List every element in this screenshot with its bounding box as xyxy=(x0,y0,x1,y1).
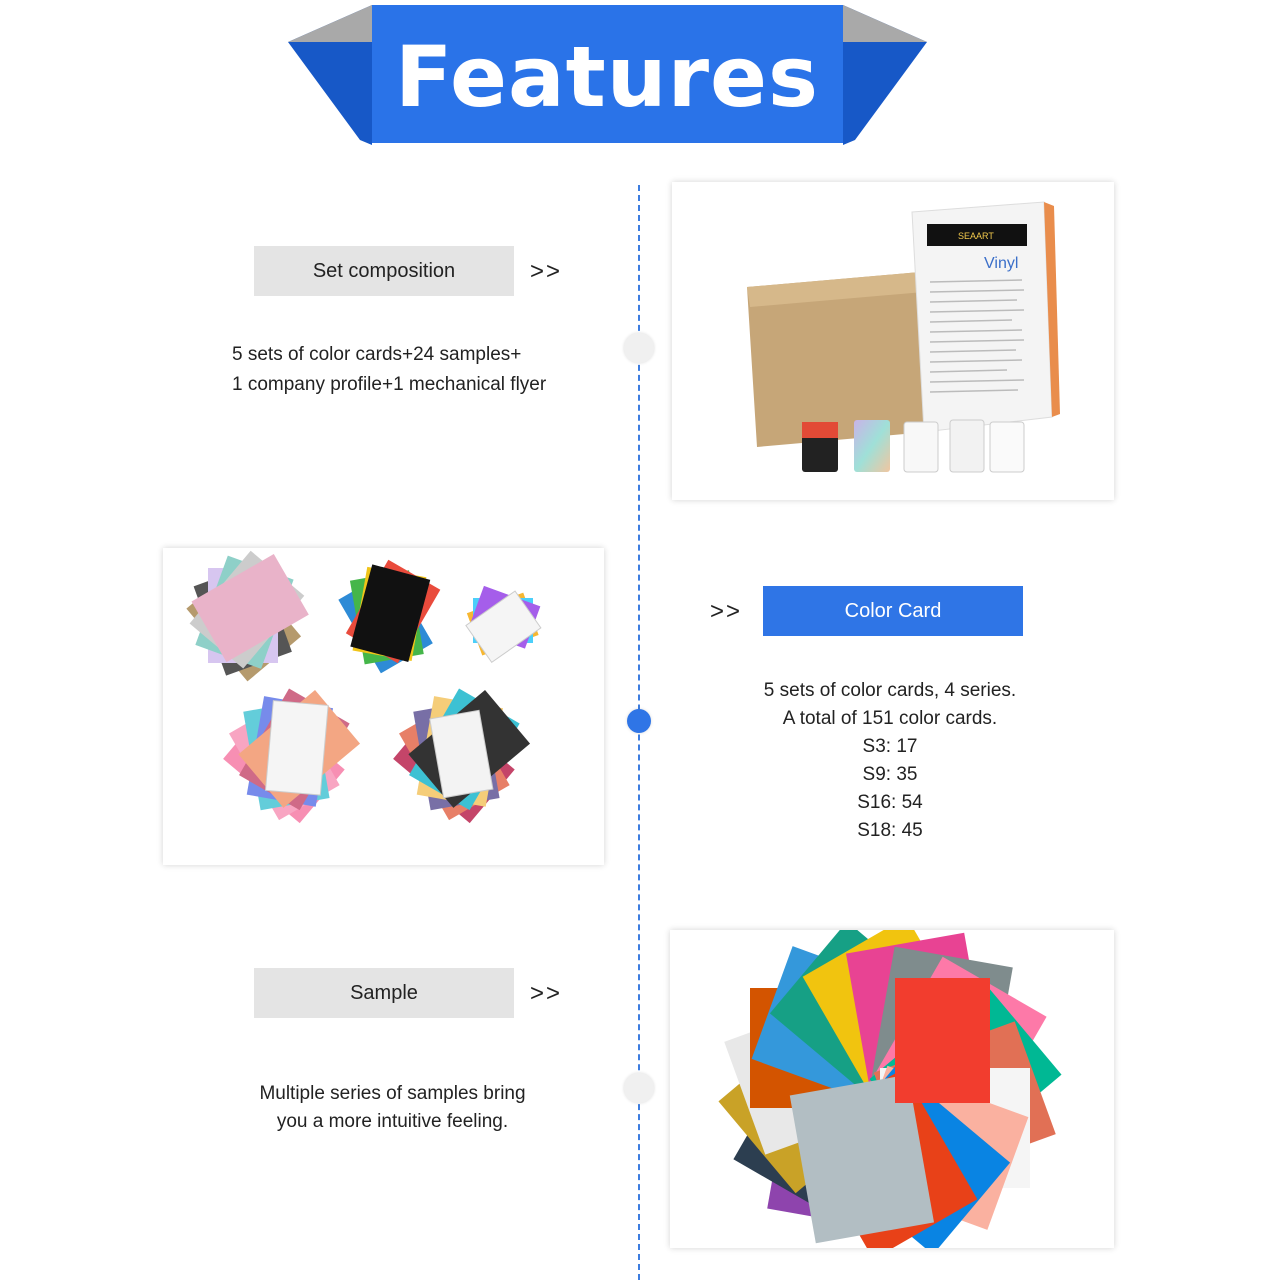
color-card-description: 5 sets of color cards, 4 series. A total… xyxy=(735,677,1045,845)
desc-line: A total of 151 color cards. xyxy=(782,708,998,729)
desc-line: S16: 54 xyxy=(857,792,923,813)
color-card-arrows: >> xyxy=(710,598,743,625)
brand-logo-text: SEAART xyxy=(958,231,994,241)
set-composition-illustration: SEAART Vinyl xyxy=(747,201,1060,473)
sample-description: Multiple series of samples bring you a m… xyxy=(235,1080,550,1136)
set-composition-image: SEAART Vinyl xyxy=(672,182,1114,500)
set-composition-arrows: >> xyxy=(530,258,563,285)
desc-line: Multiple series of samples bring xyxy=(259,1083,526,1104)
vinyl-logo-text: Vinyl xyxy=(984,255,1018,272)
fan-1 xyxy=(186,550,309,682)
color-card-label: Color Card xyxy=(763,586,1023,636)
sample-sheets-illustration xyxy=(718,916,1062,1260)
sample-image xyxy=(670,916,1114,1260)
sample-label: Sample xyxy=(254,968,514,1018)
desc-line: S3: 17 xyxy=(862,736,918,757)
sample-arrows: >> xyxy=(530,980,563,1007)
desc-line: 5 sets of color cards, 4 series. xyxy=(763,680,1017,701)
color-card-fans-illustration xyxy=(186,550,542,824)
desc-line: S18: 45 xyxy=(857,820,923,841)
set-composition-description: 5 sets of color cards+24 samples+ 1 comp… xyxy=(232,340,546,400)
desc-line: S9: 35 xyxy=(862,764,918,785)
timeline-dot-3 xyxy=(624,1073,654,1103)
banner-ribbon-shape xyxy=(288,5,927,145)
features-banner: Features xyxy=(285,0,930,145)
timeline-dot-2-active xyxy=(627,709,651,733)
desc-line: 1 company profile+1 mechanical flyer xyxy=(232,374,547,395)
timeline-dot-1 xyxy=(624,333,654,363)
desc-line: 5 sets of color cards+24 samples+ xyxy=(232,344,522,365)
set-composition-label: Set composition xyxy=(254,246,514,296)
color-card-image xyxy=(163,548,604,865)
page-title: Features xyxy=(395,28,819,126)
desc-line: you a more intuitive feeling. xyxy=(276,1111,509,1132)
